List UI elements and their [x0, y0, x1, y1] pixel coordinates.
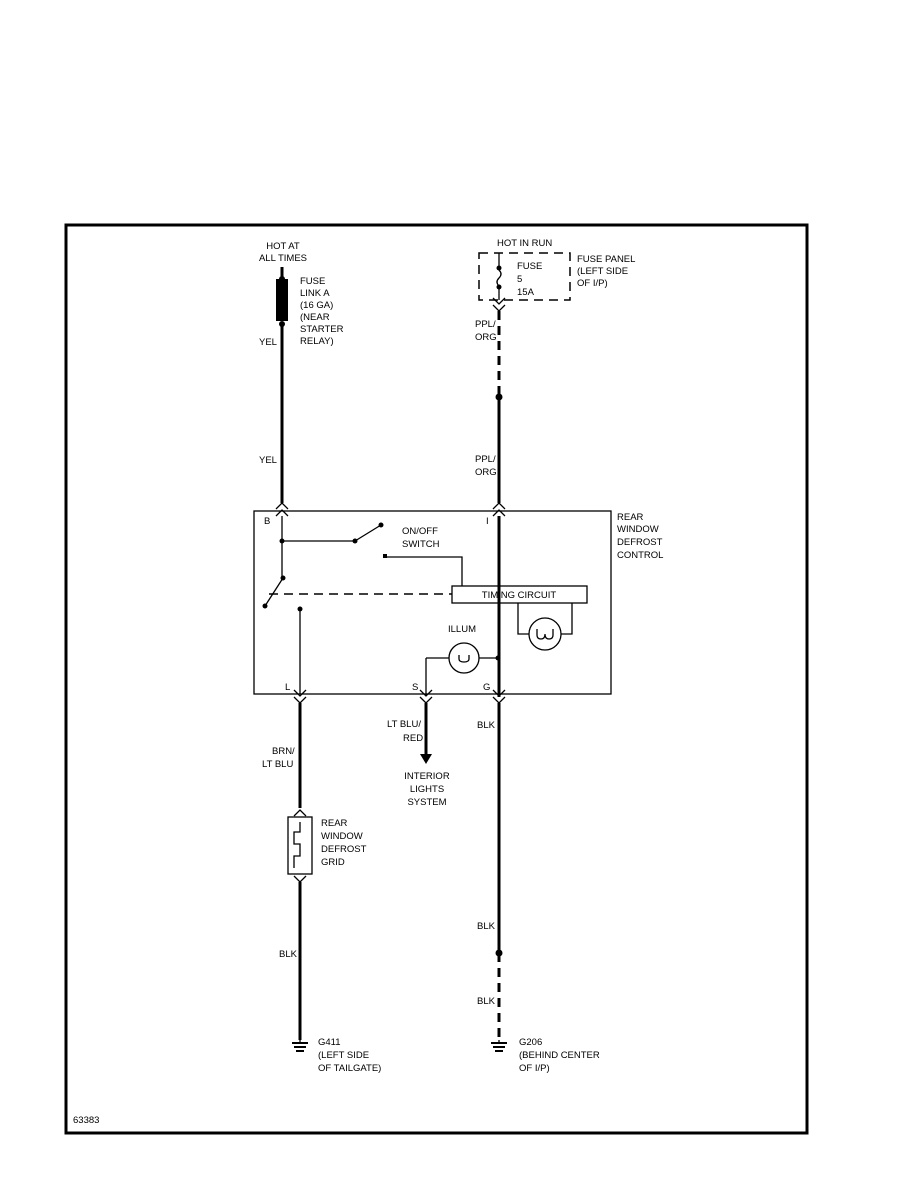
wire-label-ppl-org-upper1: PPL/ — [475, 319, 496, 330]
fuse-link-label5: STARTER — [300, 324, 344, 335]
ground-g206-icon — [491, 1040, 507, 1052]
fuse-label-line3: 15A — [517, 287, 535, 298]
control-label2: WINDOW — [617, 524, 659, 535]
pin-l: L — [285, 682, 290, 693]
grid-label1: REAR — [321, 818, 348, 829]
diagram-border — [64, 223, 809, 1135]
fuse-link-a — [276, 279, 288, 321]
interior-label3: SYSTEM — [407, 797, 446, 808]
g206-label3: OF I/P) — [519, 1063, 550, 1074]
wire-label-blk-g: BLK — [477, 720, 496, 731]
fuse-link-label6: RELAY) — [300, 336, 334, 347]
g206-label2: (BEHIND CENTER — [519, 1050, 600, 1061]
rear-window-defrost-grid — [287, 816, 313, 875]
fuse-link-label2: LINK A — [300, 288, 330, 299]
wire-label-brn-ltblu2: LT BLU — [262, 759, 293, 770]
wire-label-ltblu-red2: RED — [403, 733, 423, 744]
fuse-label-line2: 5 — [517, 274, 522, 285]
switch-label1: ON/OFF — [402, 526, 438, 537]
g206-label1: G206 — [519, 1037, 542, 1048]
wire-label-blk-left: BLK — [279, 949, 298, 960]
g411-label1: G411 — [318, 1037, 341, 1048]
timing-circuit-label: TIMING CIRCUIT — [482, 590, 557, 601]
illum-label: ILLUM — [448, 624, 476, 635]
wire-label-blk-low: BLK — [477, 996, 496, 1007]
fuse-panel-label3: OF I/P) — [577, 278, 608, 289]
hot-at-all-times-line2: ALL TIMES — [259, 253, 307, 264]
fuse-link-label4: (NEAR — [300, 312, 330, 323]
control-label3: DEFROST — [617, 537, 663, 548]
g411-label3: OF TAILGATE) — [318, 1063, 381, 1074]
hot-at-all-times-line1: HOT AT — [266, 241, 300, 252]
hot-in-run-label: HOT IN RUN — [497, 238, 552, 249]
figure-id: 63383 — [73, 1115, 99, 1126]
pin-b: B — [264, 516, 270, 527]
pin-s: S — [412, 682, 418, 693]
g411-label2: (LEFT SIDE — [318, 1050, 369, 1061]
control-label4: CONTROL — [617, 550, 663, 561]
pin-g: G — [483, 682, 490, 693]
interior-label1: INTERIOR — [404, 771, 450, 782]
grid-label4: GRID — [321, 857, 345, 868]
switch-label2: SWITCH — [402, 539, 440, 550]
fuse-link-label1: FUSE — [300, 276, 325, 287]
wire-label-ltblu-red1: LT BLU/ — [387, 719, 421, 730]
wire-label-ppl-org-lower1: PPL/ — [475, 454, 496, 465]
fuse-link-label3: (16 GA) — [300, 300, 333, 311]
wire-label-yel-lower: YEL — [259, 455, 277, 466]
wire-label-brn-ltblu1: BRN/ — [272, 746, 295, 757]
pin-i: I — [486, 516, 489, 527]
wire-label-yel-upper: YEL — [259, 337, 277, 348]
fuse-label-line1: FUSE — [517, 261, 542, 272]
ground-g411-icon — [292, 1040, 308, 1052]
grid-label2: WINDOW — [321, 831, 363, 842]
fuse-panel-label1: FUSE PANEL — [577, 254, 635, 265]
defrost-control-module — [253, 510, 612, 695]
interior-label2: LIGHTS — [410, 784, 444, 795]
control-label1: REAR — [617, 512, 644, 523]
grid-label3: DEFROST — [321, 844, 367, 855]
fuse-panel-label2: (LEFT SIDE — [577, 266, 628, 277]
fuse-panel-box — [478, 252, 571, 301]
wire-label-ppl-org-upper2: ORG — [475, 332, 497, 343]
wire-label-ppl-org-lower2: ORG — [475, 467, 497, 478]
illum-lamp-icon — [448, 642, 480, 674]
timing-circuit-box — [451, 585, 588, 604]
wire-label-blk-mid: BLK — [477, 921, 496, 932]
